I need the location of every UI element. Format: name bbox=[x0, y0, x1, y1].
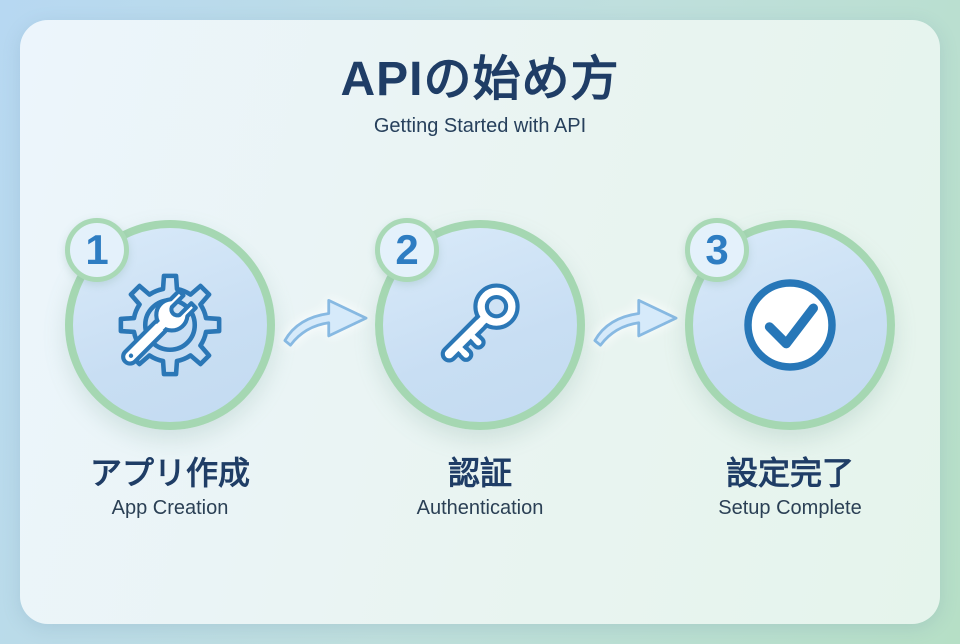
infographic-card: APIの始め方 Getting Started with API 1 bbox=[20, 20, 940, 624]
key-icon bbox=[425, 270, 535, 380]
step-authentication: 2 bbox=[375, 218, 585, 520]
step-number-badge: 3 bbox=[685, 218, 749, 282]
arrow-icon bbox=[585, 292, 685, 348]
steps-row: 1 アプリ作成 bbox=[20, 218, 940, 520]
step-setup-complete: 3 設定完了 Setup Complete bbox=[685, 218, 895, 520]
check-circle-icon bbox=[734, 269, 846, 381]
step-circle: 3 bbox=[685, 218, 895, 430]
header: APIの始め方 Getting Started with API bbox=[20, 20, 940, 138]
step-circle: 1 bbox=[65, 218, 275, 430]
step-label-en: Authentication bbox=[416, 497, 544, 520]
step-app-creation: 1 アプリ作成 bbox=[65, 218, 275, 520]
step-label-ja: 認証 bbox=[447, 455, 512, 491]
step-label-en: App Creation bbox=[111, 497, 229, 520]
gear-wrench-icon bbox=[115, 270, 225, 380]
step-label-en: Setup Complete bbox=[718, 497, 862, 520]
step-number-badge: 2 bbox=[375, 218, 439, 282]
page-title: APIの始め方 bbox=[340, 53, 620, 106]
step-label-ja: アプリ作成 bbox=[89, 455, 250, 491]
arrow-icon bbox=[275, 292, 375, 348]
step-circle: 2 bbox=[375, 218, 585, 430]
step-label-ja: 設定完了 bbox=[725, 455, 854, 491]
page-subtitle: Getting Started with API bbox=[373, 114, 587, 137]
step-number-badge: 1 bbox=[65, 218, 129, 282]
